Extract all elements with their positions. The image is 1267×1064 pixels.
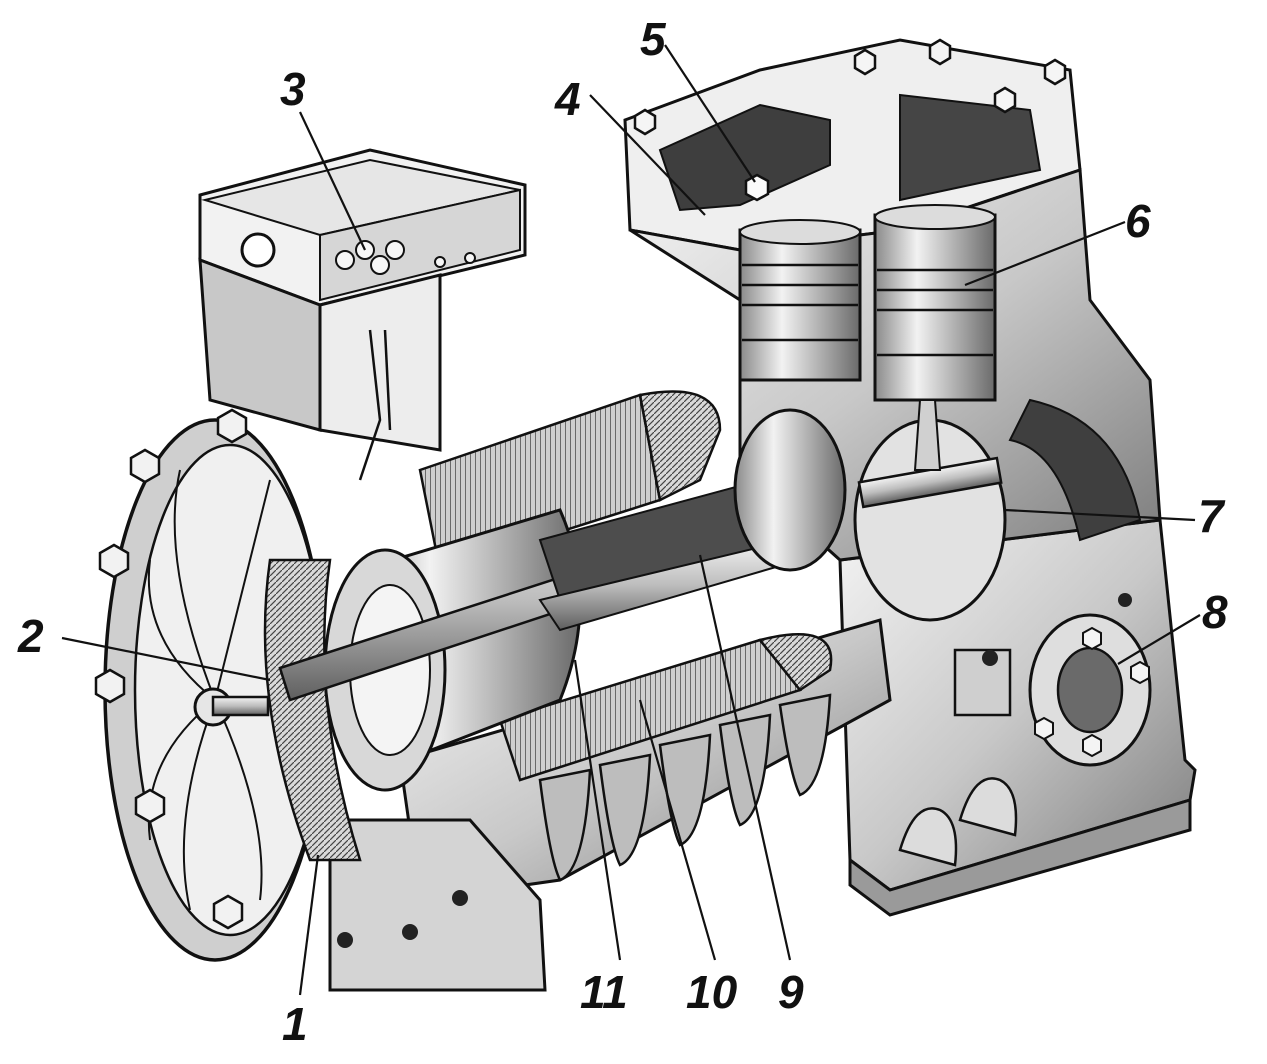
cover-bolts	[94, 408, 248, 930]
callout-9: 9	[778, 966, 804, 1018]
callout-2: 2	[17, 610, 44, 662]
callout-4: 4	[554, 73, 581, 125]
cylinder-block	[623, 38, 1162, 622]
head-bolts	[633, 38, 1067, 136]
leader-2	[61, 636, 271, 682]
suction-flange	[953, 593, 1152, 767]
callout-10: 10	[686, 966, 738, 1018]
leader-1	[298, 854, 320, 996]
leader-10	[638, 699, 717, 961]
leader-9	[698, 554, 792, 961]
leader-6	[964, 220, 1126, 287]
cooling-ribs	[538, 693, 832, 882]
callout-3: 3	[280, 63, 306, 115]
leader-11	[573, 659, 622, 961]
electric-motor	[263, 390, 833, 862]
crankshaft	[733, 399, 1007, 622]
leader-lines	[61, 44, 1201, 996]
callout-5: 5	[640, 13, 667, 65]
callout-11: 11	[580, 966, 628, 1018]
callout-7: 7	[1198, 490, 1226, 542]
pistons	[738, 204, 997, 402]
leader-3	[299, 111, 366, 251]
leader-4	[589, 94, 706, 216]
callout-numbers: 1 2 3 4 5 6 7 8 9 10 11	[17, 13, 1228, 1050]
callout-1: 1	[282, 998, 308, 1050]
leader-7	[1004, 508, 1196, 522]
callout-8: 8	[1202, 586, 1228, 638]
leader-8	[1117, 614, 1201, 665]
callout-6: 6	[1125, 195, 1151, 247]
terminal-box	[198, 148, 527, 481]
leader-5	[664, 44, 756, 183]
